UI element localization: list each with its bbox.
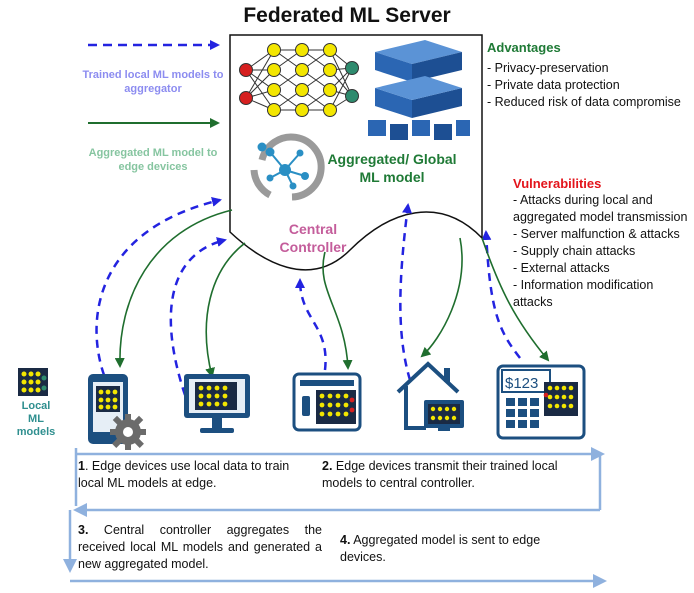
step-1: 1. Edge devices use local data to train … [78, 458, 304, 492]
step-4-number: 4. [340, 533, 351, 547]
upload-arrow-house [399, 203, 412, 381]
diagram-title: Federated ML Server [243, 4, 451, 27]
pos-terminal-device-icon: $123 [496, 364, 586, 440]
vulnerability-item: - External attacks [513, 261, 610, 275]
card-reader-device-icon [292, 372, 362, 432]
download-arrow-card [322, 251, 353, 370]
step-3: 3. Central controller aggregates the rec… [78, 522, 322, 573]
monitor-device-icon [184, 374, 250, 433]
vulnerability-item: - Supply chain attacks [513, 244, 636, 258]
step-4-text: Aggregated model is sent to edge devices… [340, 533, 541, 564]
central-controller-label: Central Controller [279, 221, 347, 255]
advantage-item: - Reduced risk of data compromise [487, 95, 681, 109]
download-arrow-pos [481, 237, 550, 362]
step-3-text: Central controller aggregates the receiv… [78, 523, 322, 571]
vulnerability-item: - Attacks during local and aggregated mo… [513, 193, 688, 224]
upload-arrow-phone [95, 197, 222, 376]
upload-arrow-card [295, 278, 327, 371]
advantage-item: - Private data protection [487, 78, 620, 92]
vulnerability-item: - Information modification attacks [513, 278, 654, 309]
legend-trained-label: Trained local ML models to aggregator [82, 69, 224, 95]
local-models-label: Local ML models [16, 400, 56, 438]
smart-home-device-icon [396, 361, 464, 431]
step-1-number: 1 [78, 459, 85, 473]
pos-price-text: $123 [505, 375, 538, 392]
step-3-number: 3. [78, 523, 89, 537]
advantages-heading: Advantages [487, 40, 561, 55]
download-arrow-phone [114, 209, 233, 368]
neural-network-icon [239, 43, 359, 117]
advantages-list: - Privacy-preservation - Private data pr… [487, 60, 687, 111]
aggregated-model-cubes-icon [368, 40, 470, 140]
download-arrow-house [420, 237, 463, 358]
vulnerability-item: - Server malfunction & attacks [513, 227, 680, 241]
step-4: 4. Aggregated model is sent to edge devi… [340, 532, 580, 566]
step-2: 2. Edge devices transmit their trained l… [322, 458, 562, 492]
vulnerabilities-list: - Attacks during local and aggregated mo… [513, 192, 691, 311]
upload-arrow-monitor [169, 237, 227, 396]
download-arrow-monitor [205, 242, 246, 378]
smartphone-device-icon [88, 374, 128, 444]
aggregated-model-label: Aggregated/ Global ML model [327, 151, 457, 185]
local-model-icon [18, 368, 48, 396]
vulnerabilities-heading: Vulnerabilities [513, 176, 602, 191]
step-2-number: 2. [322, 459, 333, 473]
step-2-text: Edge devices transmit their trained loca… [322, 459, 558, 490]
legend-aggregated-label: Aggregated ML model to edge devices [88, 147, 218, 173]
gear-icon [110, 414, 146, 450]
central-controller-hub-icon [250, 133, 325, 201]
advantage-item: - Privacy-preservation [487, 61, 609, 75]
step-1-text: . Edge devices use local data to train l… [78, 459, 290, 490]
